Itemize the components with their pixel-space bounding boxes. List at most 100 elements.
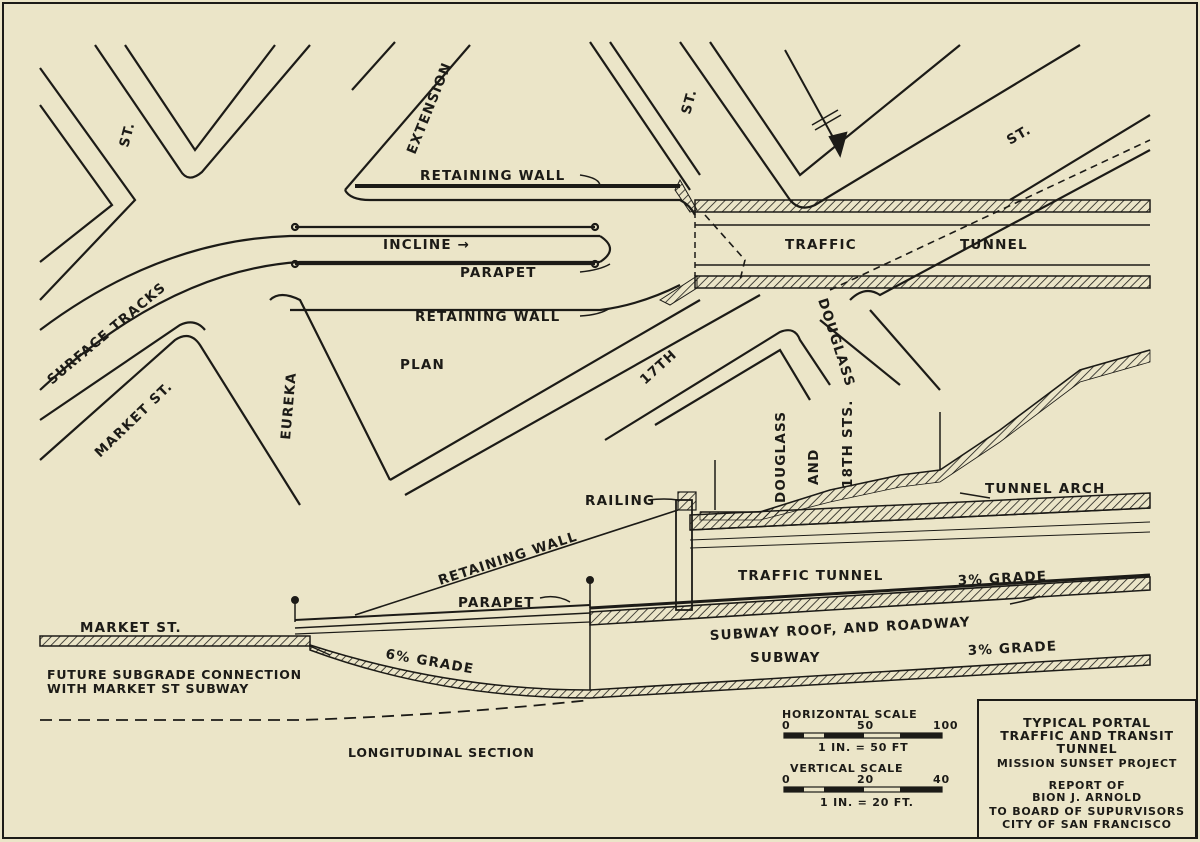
street-label-eureka: EUREKA bbox=[278, 371, 300, 440]
scale-note: 1 IN. = 50 FT bbox=[818, 741, 908, 754]
leader bbox=[579, 263, 611, 273]
street-curb bbox=[819, 319, 901, 386]
title-line: TUNNEL bbox=[1057, 741, 1118, 756]
label-future-2: WITH MARKET ST SUBWAY bbox=[47, 681, 249, 696]
label-future-1: FUTURE SUBGRADE CONNECTION bbox=[47, 667, 302, 682]
report-line: TO BOARD OF SUPURVISORS bbox=[989, 805, 1185, 818]
leader bbox=[539, 595, 571, 603]
retaining-wall-bottom bbox=[290, 284, 681, 312]
report-line: REPORT OF bbox=[1049, 779, 1126, 792]
post bbox=[590, 222, 600, 232]
street-curb bbox=[344, 44, 471, 191]
scale-horizontal: HORIZONTAL SCALE 0 50 100 1 IN. = 50 FT bbox=[782, 708, 958, 754]
label-subway-roof: SUBWAY ROOF, AND ROADWAY bbox=[709, 614, 971, 644]
title-line: TRAFFIC AND TRANSIT bbox=[1000, 728, 1174, 743]
plan-view bbox=[39, 41, 1151, 506]
street-curb bbox=[589, 41, 691, 191]
incline-curb bbox=[39, 234, 600, 331]
retaining-wall-top-line bbox=[354, 509, 679, 616]
title-line: MISSION SUNSET PROJECT bbox=[997, 757, 1177, 770]
scale-bar-seg bbox=[824, 787, 864, 792]
scale-tick: 50 bbox=[857, 719, 874, 732]
label-plan: PLAN bbox=[400, 357, 445, 373]
street-dashed bbox=[704, 214, 746, 281]
lamp bbox=[291, 596, 299, 604]
street-curb bbox=[124, 44, 276, 152]
scale-bar-seg bbox=[900, 733, 942, 738]
label-parapet: PARAPET bbox=[460, 265, 537, 281]
street-label: ST. bbox=[678, 87, 700, 116]
street-label: ST. bbox=[1004, 122, 1034, 149]
post bbox=[290, 259, 300, 269]
label-douglass-3: 18TH STS. bbox=[840, 399, 856, 488]
plan-labels: ST. EXTENSION ST. ST. SURFACE TRACKS MAR… bbox=[44, 60, 1034, 461]
incline-end bbox=[599, 235, 612, 263]
ground-line bbox=[309, 645, 331, 656]
scale-tick: 20 bbox=[857, 773, 874, 786]
label-retaining-wall-bottom: RETAINING WALL bbox=[415, 309, 560, 325]
scale-bar-seg bbox=[784, 787, 804, 792]
post bbox=[290, 222, 300, 232]
label-traffic: TRAFFIC bbox=[785, 237, 857, 253]
label-incline: INCLINE → bbox=[383, 237, 470, 253]
scale-tick: 0 bbox=[782, 719, 790, 732]
label-tunnel: TUNNEL bbox=[960, 237, 1028, 253]
label-douglass-1: DOUGLASS bbox=[773, 411, 789, 503]
subway-roof bbox=[589, 576, 1151, 626]
street-curb bbox=[654, 348, 811, 426]
street-curb bbox=[609, 41, 701, 176]
title-block: TYPICAL PORTAL TRAFFIC AND TRANSIT TUNNE… bbox=[977, 699, 1197, 839]
post bbox=[590, 259, 600, 269]
ground-hatch bbox=[699, 349, 1151, 521]
section-labels: DOUGLASS AND 18TH STS. RAILING TUNNEL AR… bbox=[47, 399, 1104, 760]
label-retaining-wall: RETAINING WALL bbox=[436, 529, 579, 589]
scale-bar-seg bbox=[900, 787, 942, 792]
title-line: TYPICAL PORTAL bbox=[1023, 715, 1151, 730]
scale-bar-seg bbox=[784, 733, 804, 738]
label-longitudinal-section: LONGITUDINAL SECTION bbox=[348, 745, 535, 760]
north-arrow-tick bbox=[811, 109, 839, 126]
title-block-frame bbox=[977, 699, 1197, 839]
tunnel-line bbox=[689, 531, 1151, 549]
railing bbox=[677, 491, 697, 511]
north-arrow-tick bbox=[814, 114, 842, 131]
incline-top bbox=[294, 604, 591, 621]
report-line: BION J. ARNOLD bbox=[1032, 791, 1142, 804]
street-curb bbox=[849, 149, 1151, 301]
street-curb bbox=[94, 44, 311, 179]
street-curb bbox=[1009, 114, 1151, 201]
tunnel-line bbox=[689, 521, 1151, 541]
tunnel-wall-top bbox=[694, 199, 1151, 213]
north-arrow bbox=[784, 49, 841, 151]
street-curb bbox=[604, 329, 831, 441]
street-curb bbox=[709, 41, 961, 177]
lamp bbox=[586, 576, 594, 584]
label-subway: SUBWAY bbox=[750, 650, 821, 666]
label-grade-3-upper: 3% GRADE bbox=[957, 568, 1047, 589]
leader bbox=[959, 492, 991, 499]
roadway bbox=[589, 573, 1151, 610]
scale-vertical: VERTICAL SCALE 0 20 40 1 IN. = 20 FT. bbox=[782, 762, 949, 809]
street-curb bbox=[39, 321, 206, 421]
street-curb bbox=[39, 104, 114, 263]
scale-bar-seg bbox=[824, 733, 864, 738]
incline-bottom bbox=[294, 612, 591, 629]
label-retaining-wall-top: RETAINING WALL bbox=[420, 168, 565, 184]
north-arrow-head bbox=[828, 131, 848, 158]
street-curb bbox=[404, 294, 761, 496]
street-dashed bbox=[829, 139, 1151, 291]
incline-line bbox=[294, 621, 591, 635]
street-label-surface-tracks: SURFACE TRACKS bbox=[44, 279, 169, 388]
label-traffic-tunnel: TRAFFIC TUNNEL bbox=[738, 568, 884, 584]
wing-wall bbox=[658, 275, 698, 306]
scale-title: VERTICAL SCALE bbox=[790, 762, 903, 775]
leader bbox=[1009, 595, 1041, 605]
wing-wall bbox=[674, 178, 698, 213]
street-curb bbox=[869, 309, 941, 391]
tunnel-wall-bottom bbox=[694, 275, 1151, 289]
scale-note: 1 IN. = 20 FT. bbox=[820, 796, 914, 809]
label-grade-3-lower: 3% GRADE bbox=[967, 638, 1057, 659]
